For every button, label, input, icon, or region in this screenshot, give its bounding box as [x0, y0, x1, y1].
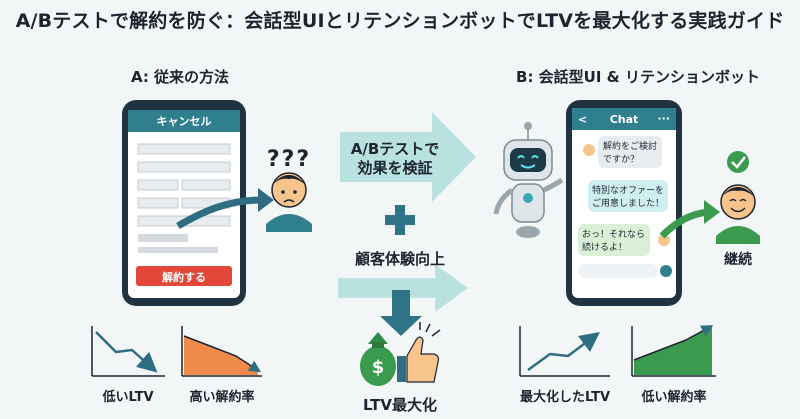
phone-header-text: キャンセル	[157, 115, 212, 128]
test-arrow	[340, 112, 476, 202]
left-phone	[122, 100, 246, 306]
retained-label: 継続	[724, 252, 752, 268]
chart-low-ltv-label: 低いLTV	[102, 390, 154, 405]
chat-msg3-line2: 続けるよ！	[582, 241, 627, 253]
chart-low-ltv	[91, 326, 165, 377]
chart-low-churn	[631, 325, 716, 377]
chart-low-churn-label: 低い解約率	[641, 390, 707, 405]
test-arrow-text-line1: A/Bテストで	[350, 140, 440, 158]
leave-arrowhead	[258, 188, 274, 212]
test-arrow-text-line2: 効果を検証	[357, 159, 433, 177]
chart-max-ltv-label: 最大化したLTV	[519, 390, 611, 405]
money-bag-icon	[360, 332, 396, 386]
leave-arrow	[176, 196, 263, 230]
chat-msg1-line1: 解約をご検討	[603, 140, 657, 152]
right-phone	[566, 100, 682, 306]
chart-high-churn	[181, 326, 262, 377]
chat-msg3-line1: おっ！それなら	[582, 229, 645, 240]
ltv-max-label: LTV最大化	[363, 396, 437, 414]
cancel-button	[136, 266, 232, 286]
chart-high-churn-label: 高い解約率	[189, 390, 255, 405]
chat-msg2-line2: ご用意しました！	[592, 197, 664, 209]
page-title: A/Bテストで解約を防ぐ：会話型UIとリテンションボットでLTVを最大化する実践…	[15, 10, 785, 32]
dollar-sign: $	[372, 357, 385, 378]
section-label-traditional: A: 従来の方法	[130, 68, 230, 86]
happy-person-icon	[716, 151, 760, 244]
chat-title: Chat	[610, 113, 639, 126]
plus-icon	[385, 205, 415, 235]
retain-arrow	[659, 208, 709, 239]
chat-back-icon: <	[578, 113, 587, 126]
cx-arrow	[338, 264, 468, 312]
retain-arrowhead	[704, 200, 720, 224]
section-label-conversational: B: 会話型UI & リテンションボット	[516, 68, 760, 86]
cx-label: 顧客体験向上	[354, 250, 445, 268]
question-marks: ???	[267, 147, 311, 172]
thumbs-up-icon	[397, 322, 441, 383]
confused-person-icon	[266, 172, 312, 232]
chat-msg1-line2: ですか？	[603, 154, 639, 165]
chart-max-ltv	[519, 326, 610, 377]
chat-msg2-line1: 特別なオファーを	[592, 184, 664, 196]
cancel-button-label: 解約する	[162, 270, 206, 284]
robot-icon	[493, 122, 564, 238]
chat-menu-icon: ···	[657, 112, 670, 125]
down-arrow	[380, 290, 422, 336]
